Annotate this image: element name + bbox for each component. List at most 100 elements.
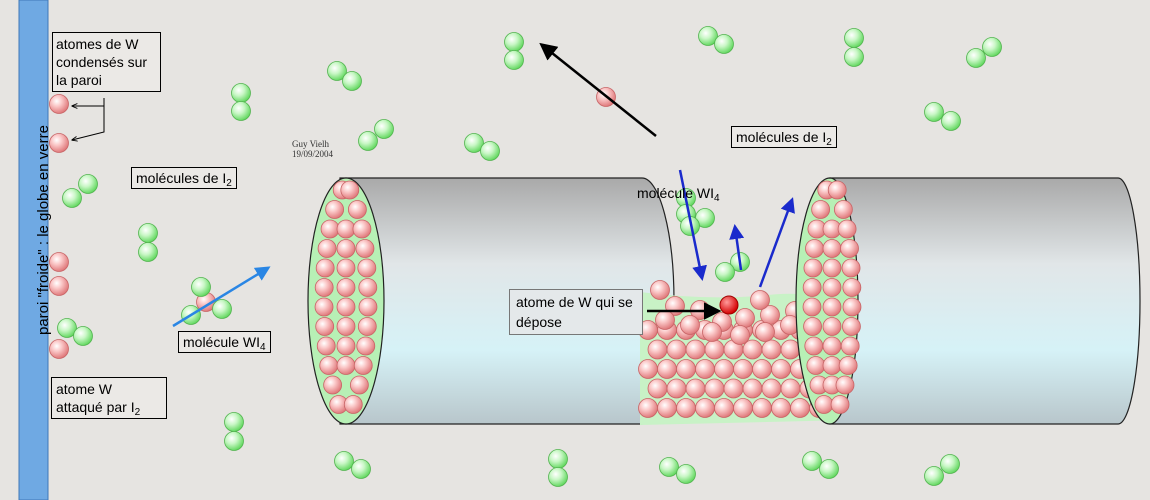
author-date: 19/09/2004 [292,149,334,159]
blue-arrow-up-long [758,197,795,288]
label-iodine-left-text: molécules de I [136,170,227,186]
iodine-molecule [138,223,158,262]
gap-atom [750,290,770,310]
atom-departure-arrow [539,42,657,137]
gap-atom [761,378,782,399]
condensed-pointer-lower [72,98,105,140]
iodine-molecule [715,252,750,282]
iodine-atom [715,262,735,282]
iodine-atom [548,467,568,487]
filament-atom [340,180,360,200]
iodine-atom [676,464,696,484]
iodine-atom [714,34,734,54]
filament-atom [325,200,345,219]
filament-atom [357,258,377,278]
filament-atom [811,200,831,219]
iodine-atom [480,141,500,161]
filament-atom [358,297,378,317]
gap-atom [650,280,670,300]
filament-atom [355,239,375,258]
filament-atom [315,317,335,336]
filament-atom [802,278,822,297]
tungsten-atom [49,339,69,359]
gap-atom [733,359,753,379]
iodine-atom [342,71,362,91]
filament-segment-left [307,177,675,425]
gap-atom [761,339,782,360]
gap-atom [704,339,725,360]
iodine-atom [924,102,944,122]
filament-atom [806,356,826,375]
iodine-atom [138,242,158,262]
gap-atom [676,359,696,379]
iodine-molecule [358,119,394,151]
iodine-atom [351,459,371,479]
gap-atom [752,359,772,379]
iodine-atom [940,454,960,474]
filament-atom [838,356,858,375]
iodine-atom [966,48,986,68]
filament-atom [822,336,842,356]
gap-atom [771,359,791,379]
label-attacked-atom: atome W attaqué par I2 [51,377,167,419]
arrows [72,42,795,328]
blue-arrow-down [678,169,707,281]
filament-atom [357,317,377,336]
gap-atom [647,378,668,399]
filament-atom [336,356,356,375]
iodine-molecule [698,26,734,54]
iodine-atom [659,457,679,477]
iodine-molecule [924,102,961,131]
glass-wall-label: paroi "froide" : le globe en verre [35,125,52,335]
iodine-molecules [57,26,1002,487]
iodine-atom [548,449,568,469]
filament-atom [336,278,356,297]
filament-atom [802,297,822,317]
gap-atom [695,359,715,379]
label-condensed-atoms: atomes de W condensés sur la paroi [52,32,161,92]
iodine-atom [212,299,232,319]
label-iodine-right-sub: 2 [826,137,832,148]
gap-atom [704,378,725,399]
gap-atom [680,315,700,335]
filament-atom [353,356,373,375]
filament-atom [803,258,823,278]
iodine-atom [504,32,524,52]
filament-atom [317,239,337,258]
label-attacked-atom-text: atome W attaqué par I [56,381,135,415]
label-wi4-center-sub: 4 [714,193,720,204]
filament-atom [314,297,334,317]
label-wi4-center-text: molécule WI [637,185,715,201]
filament-atom [803,317,822,336]
gap-atom [647,339,668,360]
gap-atom [638,359,658,379]
gap-atom [685,378,706,399]
filament-atom [835,375,855,395]
filament-atom [827,180,847,200]
gap-atom [730,325,750,345]
iodine-atom [464,133,484,153]
iodine-atom [358,131,378,151]
gap-atom [657,359,677,379]
filament-atom [347,200,367,219]
gap-atom [666,378,687,399]
iodine-atom [698,26,718,46]
gap-atom [780,378,801,399]
filament-right-body [829,177,1141,425]
iodine-atom [191,277,211,297]
filament-atom [842,317,861,336]
label-condensed-atoms-text: atomes de W condensés sur la paroi [56,36,148,88]
iodine-atom [231,83,251,103]
iodine-molecule [224,412,244,451]
iodine-atom [62,188,82,208]
filament-segment-right [795,177,1141,425]
label-wi4-left-text: molécule WI [183,334,261,350]
gap-atom [714,398,734,418]
iodine-molecule [464,133,500,161]
iodine-molecule [548,449,568,487]
filament-atom [343,395,363,414]
iodine-atom [138,223,158,243]
iodine-atom [334,451,354,471]
gap-atom [755,322,775,342]
